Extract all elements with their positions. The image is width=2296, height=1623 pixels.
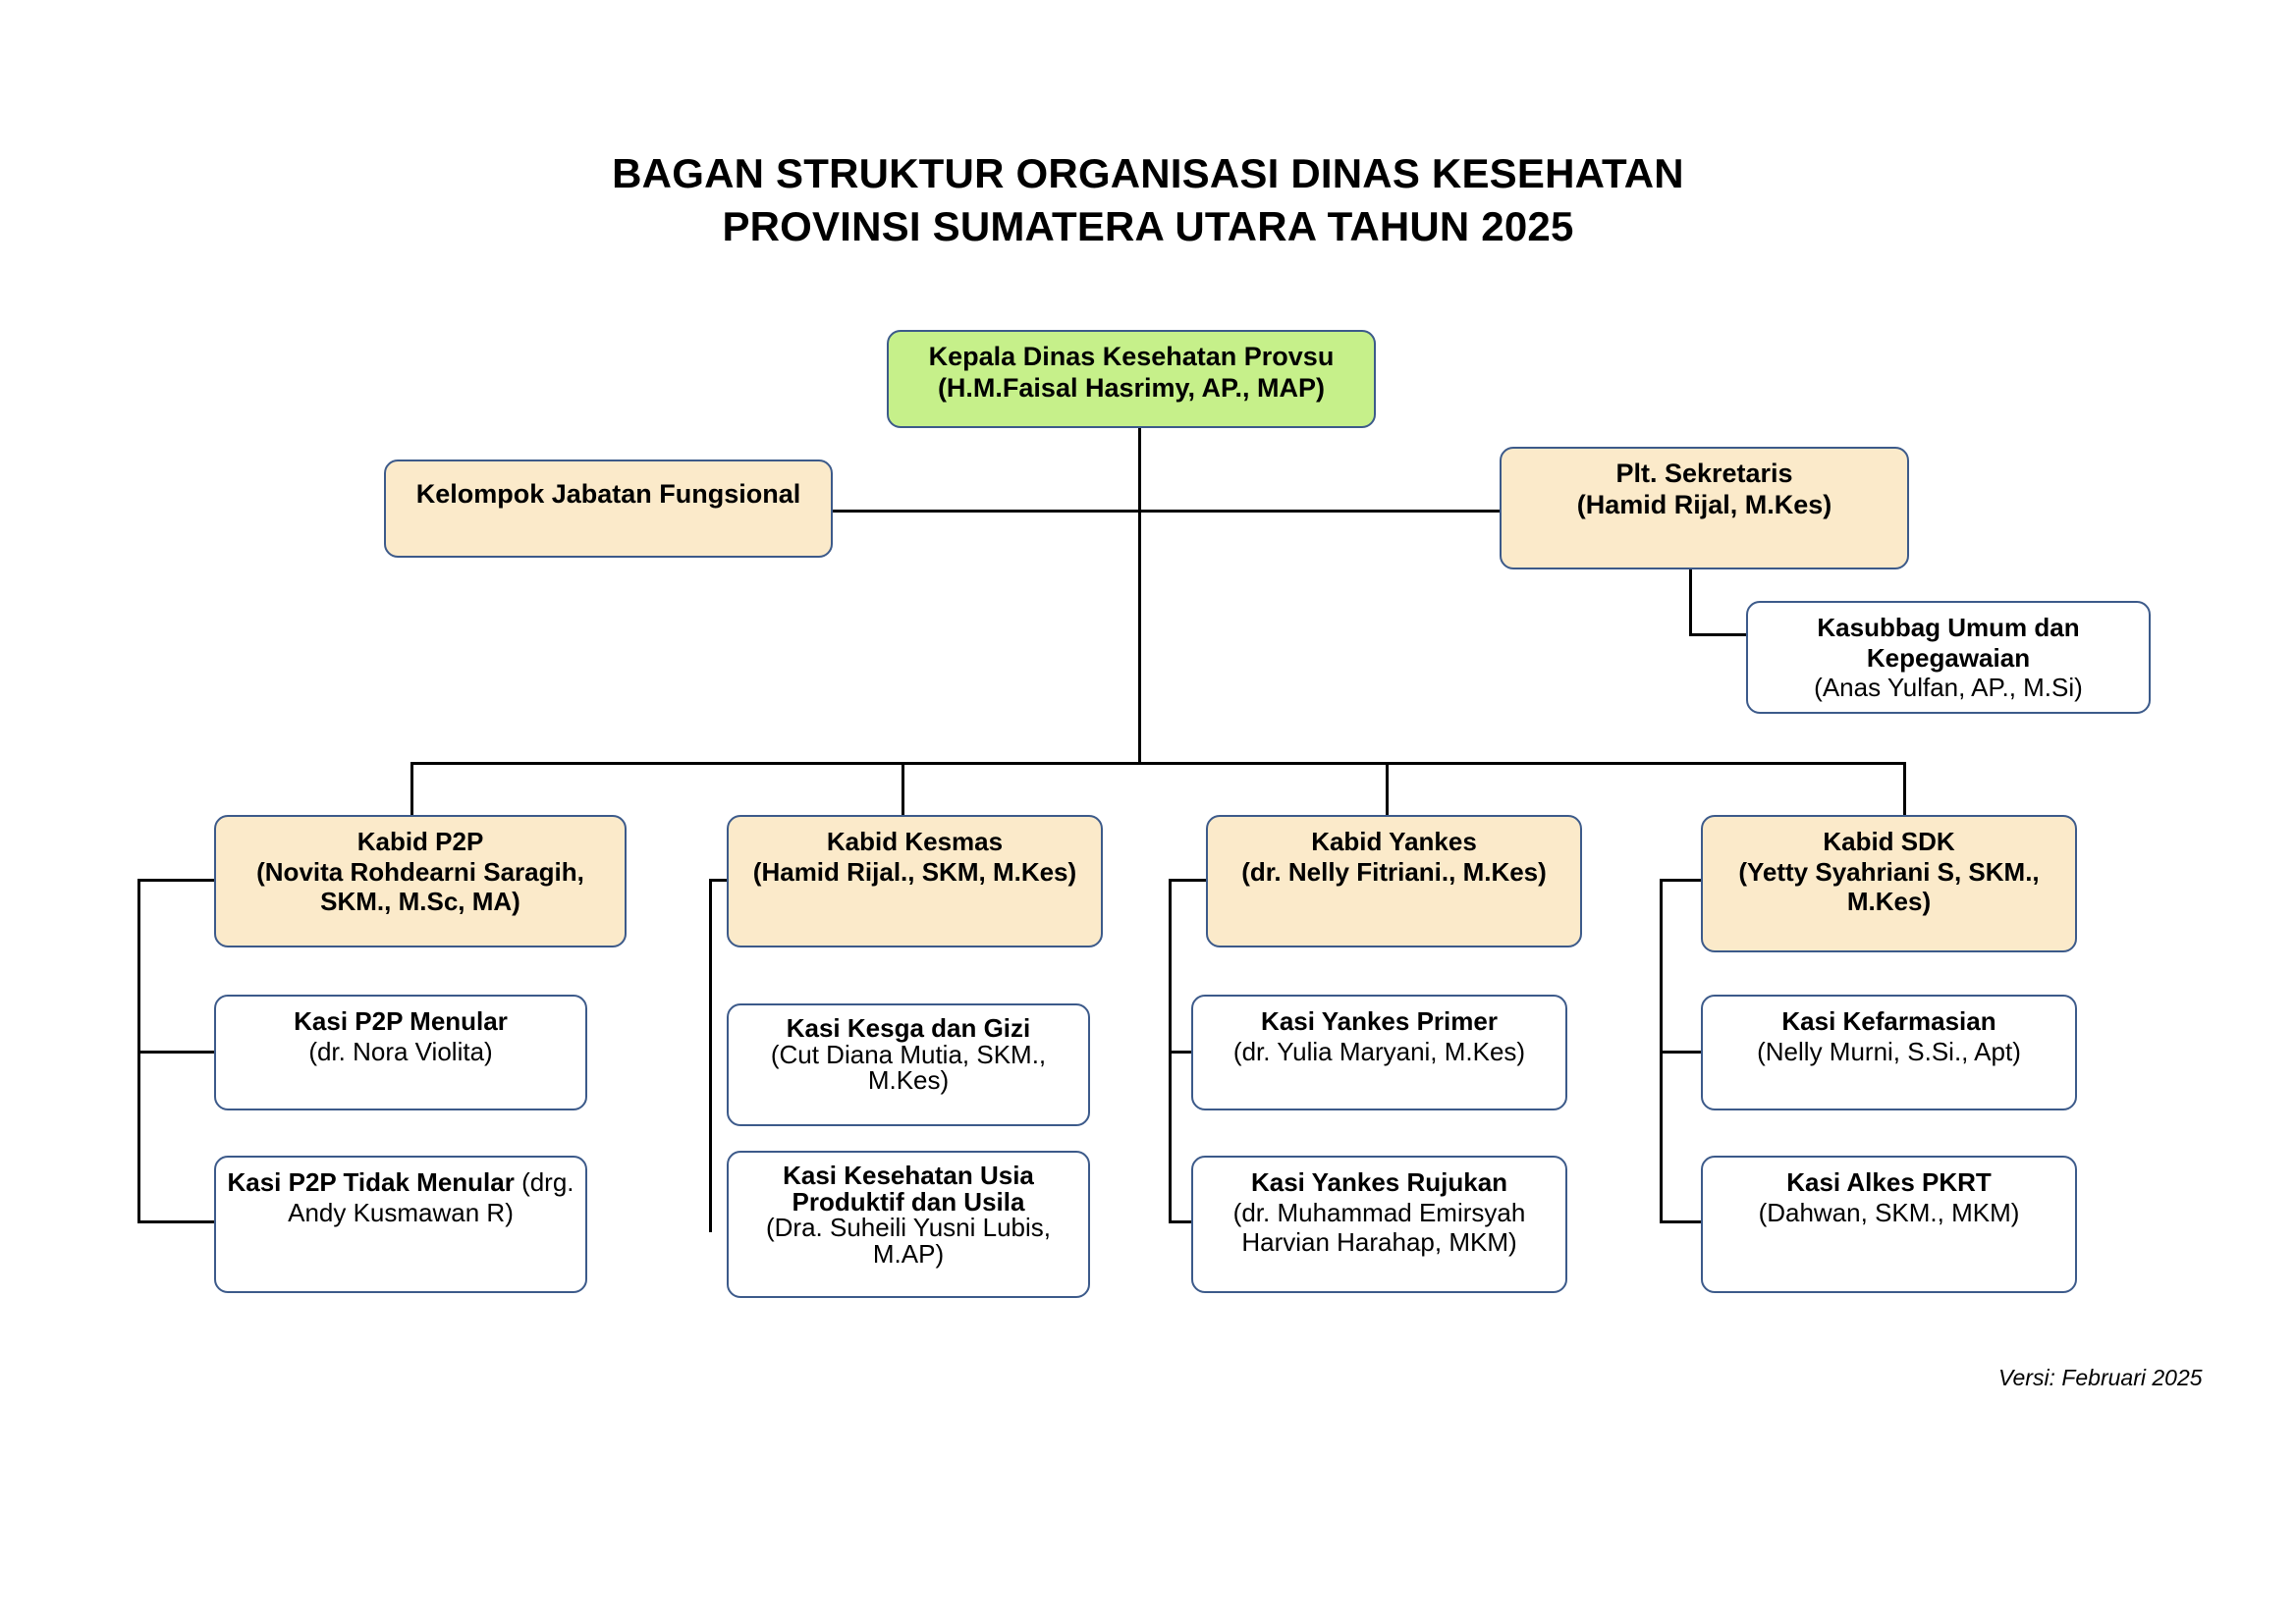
node-plt-sekretaris[interactable]: Plt. Sekretaris (Hamid Rijal, M.Kes)	[1500, 447, 1909, 569]
node-kasi-yankes-rujukan-title: Kasi Yankes Rujukan	[1250, 1167, 1508, 1197]
connector-drop-p2p	[410, 762, 413, 817]
node-kabid-sdk-holder-line-1: (Yetty Syahriani S, SKM.,	[1738, 856, 2040, 887]
node-kasubbag-umum-kepegawaian[interactable]: Kasubbag Umum dan Kepegawaian (Anas Yulf…	[1746, 601, 2151, 714]
node-kasi-yankes-rujukan[interactable]: Kasi Yankes Rujukan (dr. Muhammad Emirsy…	[1191, 1156, 1567, 1293]
node-kabid-yankes-title: Kabid Yankes	[1311, 827, 1477, 856]
connector-rail-p2p-to-kabid	[137, 879, 216, 882]
connector-division-bus	[410, 762, 1905, 765]
node-kelompok-jabatan-fungsional-title: Kelompok Jabatan Fungsional	[415, 479, 801, 509]
node-kasubbag-title-line-1: Kasubbag Umum dan	[1817, 613, 2080, 642]
node-kasi-p2p-menular[interactable]: Kasi P2P Menular (dr. Nora Violita)	[214, 995, 587, 1110]
node-kasi-yankes-primer-holder: (dr. Yulia Maryani, M.Kes)	[1232, 1036, 1526, 1066]
node-kabid-yankes[interactable]: Kabid Yankes (dr. Nelly Fitriani., M.Kes…	[1206, 815, 1582, 947]
node-kabid-p2p-holder-line-1: (Novita Rohdearni Saragih,	[256, 856, 584, 887]
connector-rail-yankes-to-kabid	[1169, 879, 1206, 882]
node-kasi-p2p-tidak-menular-title: Kasi P2P Tidak Menular	[227, 1167, 515, 1197]
connector-rail-sdk-to-sec1	[1660, 1051, 1701, 1054]
node-kabid-kesmas-holder-line-1: (Hamid Rijal., SKM, M.Kes)	[752, 856, 1077, 887]
node-plt-sekretaris-holder: (Hamid Rijal, M.Kes)	[1576, 489, 1832, 519]
connector-rail-sdk-to-sec2	[1660, 1220, 1701, 1223]
page-title: BAGAN STRUKTUR ORGANISASI DINAS KESEHATA…	[0, 147, 2296, 253]
connector-head-spine	[1138, 428, 1141, 762]
node-kabid-yankes-holder-line-1: (dr. Nelly Fitriani., M.Kes)	[1241, 856, 1547, 887]
node-kasi-kesga-gizi-holder: (Cut Diana Mutia, SKM., M.Kes)	[770, 1039, 1047, 1096]
node-kasi-p2p-menular-holder: (dr. Nora Violita)	[308, 1036, 493, 1066]
node-kasi-kesehatan-usia-produktif-usila[interactable]: Kasi Kesehatan Usia Produktif dan Usila …	[727, 1151, 1090, 1298]
node-kabid-kesmas[interactable]: Kabid Kesmas (Hamid Rijal., SKM, M.Kes)	[727, 815, 1103, 947]
connector-rail-kesmas-to-kabid	[709, 879, 729, 882]
connector-secretary-down	[1689, 568, 1692, 634]
connector-rail-yankes-to-sec1	[1169, 1051, 1206, 1054]
node-kasi-yankes-primer-title: Kasi Yankes Primer	[1261, 1006, 1498, 1036]
node-kasi-kesga-gizi-title: Kasi Kesga dan Gizi	[786, 1013, 1031, 1043]
node-kabid-p2p-holder-line-2: SKM., M.Sc, MA)	[320, 887, 520, 917]
node-kepala-dinas-holder: (H.M.Faisal Hasrimy, AP., MAP)	[937, 372, 1326, 403]
node-kasubbag-title-line-2: Kepegawaian	[1866, 642, 2031, 673]
node-kasi-p2p-tidak-menular[interactable]: Kasi P2P Tidak Menular (drg. Andy Kusmaw…	[214, 1156, 587, 1293]
connector-drop-yankes	[1386, 762, 1389, 817]
node-kasi-kesehatan-usia-produktif-usila-title: Kasi Kesehatan Usia Produktif dan Usila	[783, 1161, 1034, 1217]
page-title-line-2: PROVINSI SUMATERA UTARA TAHUN 2025	[722, 202, 1574, 249]
node-kepala-dinas-title: Kepala Dinas Kesehatan Provsu	[928, 342, 1335, 371]
page-title-line-1: BAGAN STRUKTUR ORGANISASI DINAS KESEHATA…	[612, 150, 1684, 196]
node-kasi-p2p-tidak-menular-holder: (drg. Andy Kusmawan R)	[288, 1167, 574, 1227]
node-kasubbag-holder: (Anas Yulfan, AP., M.Si)	[1814, 673, 2083, 703]
node-kasi-alkes-pkrt[interactable]: Kasi Alkes PKRT (Dahwan, SKM., MKM)	[1701, 1156, 2077, 1293]
node-kasi-alkes-pkrt-title: Kasi Alkes PKRT	[1786, 1167, 1992, 1197]
node-kasi-p2p-menular-title: Kasi P2P Menular	[294, 1006, 508, 1036]
node-kasi-kefarmasian-title: Kasi Kefarmasian	[1781, 1006, 1996, 1036]
node-kabid-sdk-title: Kabid SDK	[1823, 827, 1955, 856]
node-plt-sekretaris-title: Plt. Sekretaris	[1615, 459, 1793, 488]
node-kepala-dinas[interactable]: Kepala Dinas Kesehatan Provsu (H.M.Faisa…	[887, 330, 1376, 428]
connector-head-lateral	[833, 510, 1520, 513]
node-kasi-kefarmasian-holder: (Nelly Murni, S.Si., Apt)	[1757, 1036, 2021, 1066]
node-kasi-kesga-gizi[interactable]: Kasi Kesga dan Gizi (Cut Diana Mutia, SK…	[727, 1003, 1090, 1126]
node-kasi-alkes-pkrt-holder: (Dahwan, SKM., MKM)	[1758, 1197, 2020, 1227]
connector-drop-sdk	[1903, 762, 1906, 817]
node-kasi-p2p-tidak-menular-text: Kasi P2P Tidak Menular (drg. Andy Kusmaw…	[227, 1167, 574, 1227]
connector-drop-kesmas	[902, 762, 904, 817]
node-kabid-p2p[interactable]: Kabid P2P (Novita Rohdearni Saragih, SKM…	[214, 815, 627, 947]
node-kasi-yankes-primer[interactable]: Kasi Yankes Primer (dr. Yulia Maryani, M…	[1191, 995, 1567, 1110]
node-kasi-kefarmasian[interactable]: Kasi Kefarmasian (Nelly Murni, S.Si., Ap…	[1701, 995, 2077, 1110]
node-kasi-yankes-rujukan-holder: (dr. Muhammad Emirsyah Harvian Harahap, …	[1232, 1197, 1526, 1258]
connector-rail-kesmas	[709, 879, 712, 1232]
connector-rail-p2p-to-sec1	[137, 1051, 216, 1054]
node-kasi-kesehatan-usia-produktif-usila-holder: (Dra. Suheili Yusni Lubis, M.AP)	[765, 1213, 1051, 1269]
connector-secretary-subsection	[1689, 633, 1748, 636]
node-kabid-sdk[interactable]: Kabid SDK (Yetty Syahriani S, SKM., M.Ke…	[1701, 815, 2077, 952]
node-kabid-kesmas-title: Kabid Kesmas	[826, 827, 1004, 856]
node-kelompok-jabatan-fungsional[interactable]: Kelompok Jabatan Fungsional	[384, 460, 833, 558]
connector-rail-p2p-to-sec2	[137, 1220, 216, 1223]
connector-rail-yankes-to-sec2	[1169, 1220, 1206, 1223]
connector-rail-sdk-to-kabid	[1660, 879, 1701, 882]
node-kabid-sdk-holder-line-2: M.Kes)	[1846, 887, 1932, 917]
node-kabid-p2p-title: Kabid P2P	[356, 827, 484, 856]
version-label: Versi: Februari 2025	[1998, 1365, 2203, 1390]
